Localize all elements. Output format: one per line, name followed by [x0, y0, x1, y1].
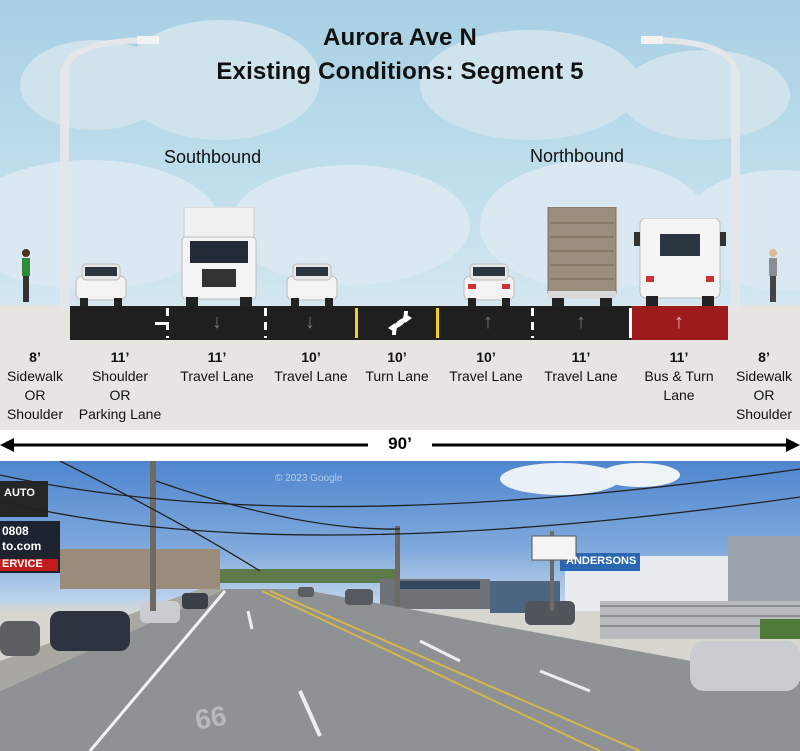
- down-arrow-icon: ↓: [212, 311, 222, 333]
- lane-label-travel-sb-1: 11’Travel Lane: [180, 349, 254, 384]
- truck-icon: [181, 207, 257, 306]
- lane-label-travel-nb-2: 11’Travel Lane: [544, 349, 618, 384]
- cloud: [420, 30, 640, 140]
- lane-label-travel-nb-1: 10’Travel Lane: [449, 349, 523, 384]
- route-99-marking: 99: [192, 699, 229, 736]
- total-width-dimension: 90’: [0, 431, 800, 461]
- car-icon: [75, 263, 127, 306]
- up-arrow-icon: ↑: [576, 311, 586, 333]
- street-cross-section: Aurora Ave N Existing Conditions: Segmen…: [0, 0, 800, 430]
- auto-sign-text: AUTO: [4, 487, 35, 499]
- northbound-label: Northbound: [530, 146, 625, 166]
- diagram-title: Aurora Ave N: [323, 24, 477, 51]
- phone-sign-text: 0808: [2, 524, 29, 538]
- down-arrow-icon: ↓: [305, 311, 315, 333]
- pedestrian-left: [22, 249, 30, 302]
- lane-divider: [166, 308, 169, 338]
- service-sign-text: ERVICE: [2, 558, 43, 570]
- total-width-label: 90’: [388, 434, 412, 453]
- parking-lane-line: [155, 322, 169, 325]
- andersons-sign-text: ANDERSONS: [566, 555, 637, 567]
- cloud: [620, 50, 790, 140]
- street-light-right: [641, 36, 740, 310]
- lane-label-travel-sb-2: 10’Travel Lane: [274, 349, 348, 384]
- dimension-arrow-icon: [0, 438, 800, 452]
- pedestrian-right: [769, 249, 777, 302]
- car-icon: [286, 263, 338, 306]
- box-truck-icon: [547, 207, 617, 306]
- up-arrow-icon: ↑: [483, 311, 493, 333]
- bus-turn-lane-surface: [631, 306, 728, 340]
- cloud: [230, 165, 470, 285]
- car-icon: [463, 263, 515, 306]
- street-photo: AUTO 0808 to.com ERVICE ANDERSONS 99 © 2…: [0, 461, 800, 751]
- lane-divider: [531, 308, 534, 338]
- up-arrow-icon: ↑: [674, 311, 684, 333]
- web-sign-text: to.com: [2, 539, 42, 553]
- two-way-turn-arrow-icon: [388, 311, 412, 335]
- lane-divider: [264, 308, 267, 338]
- turn-lane-edge: [355, 308, 358, 338]
- street-photo-scene: [0, 461, 800, 751]
- bus-icon: [634, 218, 726, 306]
- southbound-label: Southbound: [164, 147, 262, 167]
- street-light-left: [60, 36, 159, 310]
- diagram-subtitle: Existing Conditions: Segment 5: [216, 58, 584, 85]
- lane-divider: [629, 308, 632, 338]
- turn-lane-edge: [436, 308, 439, 338]
- photo-watermark: © 2023 Google: [275, 473, 343, 484]
- lane-label-turn: 10’Turn Lane: [365, 349, 429, 384]
